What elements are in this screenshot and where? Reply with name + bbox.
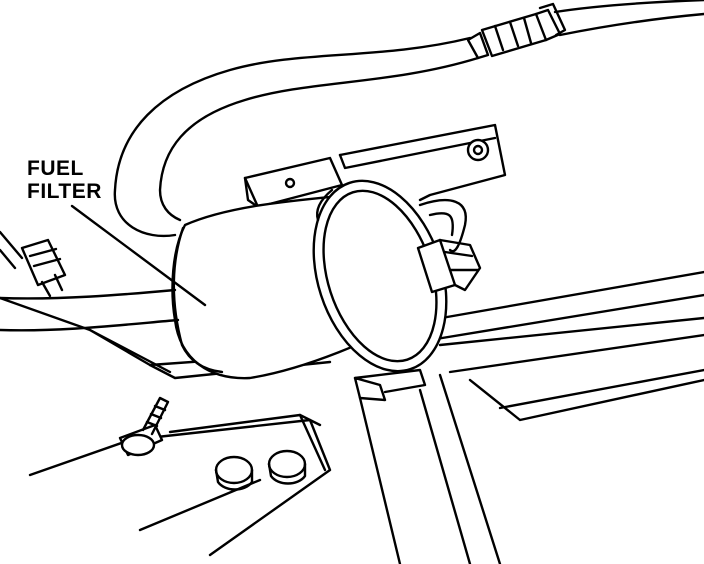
fuel-filter-canister — [171, 179, 448, 380]
mounting-bolt — [118, 396, 170, 457]
callout-label-line1: FUEL — [27, 157, 84, 180]
inlet-fuel-line — [0, 230, 180, 332]
outlet-line — [418, 198, 467, 253]
upper-fuel-hose — [113, 36, 480, 238]
lower-bracket — [28, 413, 332, 557]
callout-label-line2: FILTER — [27, 180, 102, 203]
filter-inlet-nut — [416, 238, 482, 294]
crossmember — [353, 333, 704, 564]
callout-leader-line — [70, 204, 207, 307]
hose-fitting-nut — [466, 2, 567, 60]
hose-end-right — [553, 0, 704, 37]
mounting-bracket — [243, 123, 507, 209]
